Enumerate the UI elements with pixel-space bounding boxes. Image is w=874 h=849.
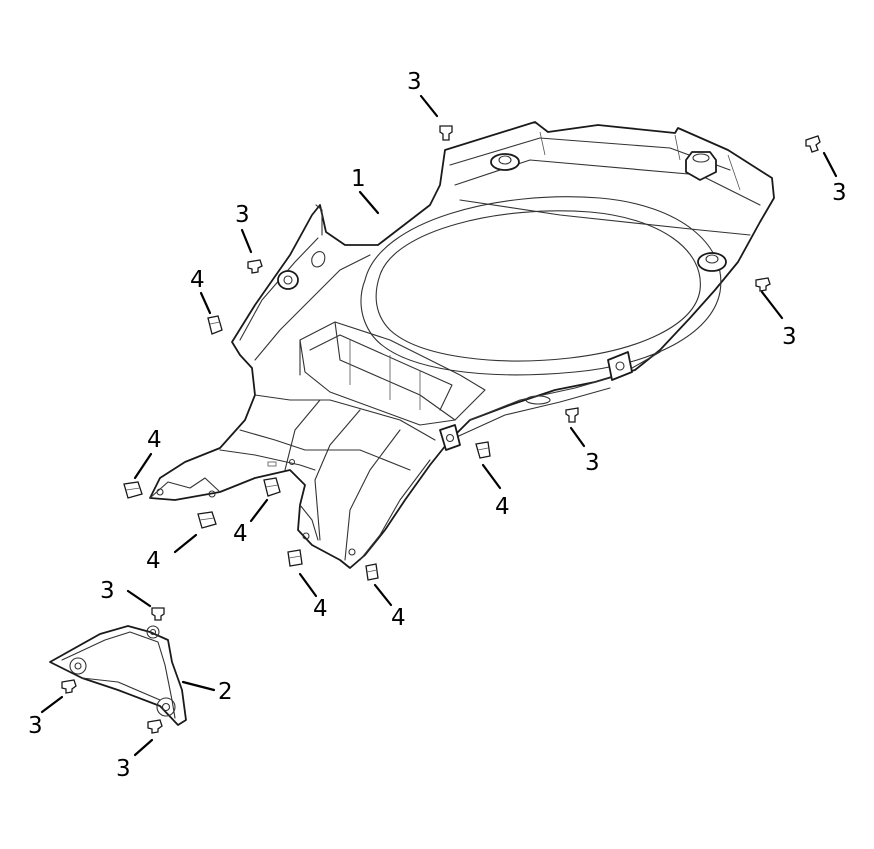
clip-lower-center [287,549,303,567]
callout-part-3-bracket-left: 3 [28,713,43,739]
callout-part-3-top: 3 [407,69,422,95]
mount-tab-right [607,351,633,381]
screw-bracket-bottom [147,719,163,734]
callout-part-3-bracket-bottom: 3 [116,756,131,782]
small-bracket-part [49,625,187,726]
callout-part-3-bracket-top: 3 [100,578,115,604]
clip-center [263,477,281,497]
screw-lower-mid [565,407,579,423]
clip-center-left [197,511,217,529]
side-slot [525,395,551,405]
mount-boss-1 [490,153,520,171]
clip-right [475,441,491,459]
mount-boss-3 [697,252,727,272]
callout-part-2: 2 [218,679,233,705]
screw-right-mid [755,277,771,292]
mount-boss-2 [685,151,717,181]
callout-part-4-lower-center: 4 [313,596,328,622]
mount-boss-4 [277,270,299,290]
callout-part-3-left-upper: 3 [235,202,250,228]
callout-part-4-center: 4 [233,521,248,547]
leader-lines [40,94,838,757]
callout-part-4-left-upper: 4 [190,267,205,293]
screw-top [439,125,453,141]
screw-right-upper [805,135,821,153]
clip-left-upper [207,315,223,335]
callout-part-4-left-lower: 4 [147,427,162,453]
callout-part-3-lower-mid: 3 [585,450,600,476]
callout-part-4-lower-right: 4 [391,605,406,631]
callout-part-3-right-mid: 3 [782,324,797,350]
mount-tab-lower [439,424,461,451]
callout-part-4-center-left: 4 [146,548,161,574]
clip-left-lower [123,481,143,499]
screw-left-upper [247,259,263,274]
callout-part-1: 1 [351,166,366,192]
callout-part-4-right: 4 [495,494,510,520]
main-undercover-part [149,121,775,569]
screw-bracket-left [61,679,77,694]
screw-bracket-top [151,607,165,621]
callout-part-3-right-upper: 3 [832,180,847,206]
clip-lower-right [365,563,379,581]
